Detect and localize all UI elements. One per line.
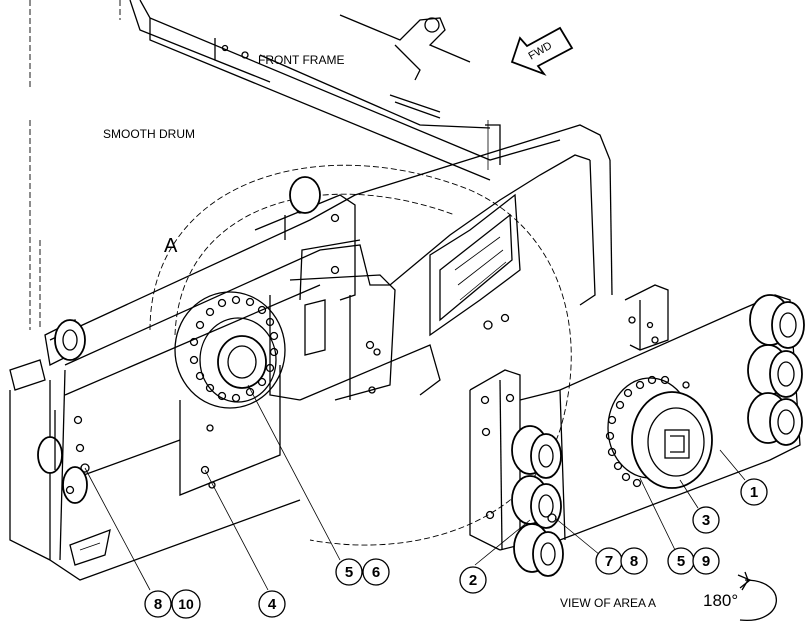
rotation-label: 180° — [703, 591, 738, 610]
main-frame — [9, 124, 613, 581]
svg-text:3: 3 — [702, 512, 710, 529]
callout-8: 8 — [144, 590, 172, 618]
svg-text:5: 5 — [677, 553, 685, 570]
svg-text:2: 2 — [469, 572, 477, 589]
area-a-marker: A — [164, 235, 178, 257]
smooth-drum-outline — [29, 0, 572, 546]
rotation-arrow-icon — [737, 571, 777, 621]
front-frame — [129, 0, 561, 181]
svg-text:6: 6 — [372, 564, 380, 581]
svg-text:1: 1 — [750, 484, 758, 501]
callout-8-detail: 8 — [620, 547, 648, 575]
leader-lines — [84, 384, 746, 591]
callout-3: 3 — [692, 506, 720, 534]
svg-text:9: 9 — [702, 553, 710, 570]
callout-6: 6 — [362, 558, 390, 586]
svg-text:8: 8 — [154, 596, 162, 613]
svg-text:5: 5 — [345, 564, 353, 581]
callout-5: 5 — [335, 558, 363, 586]
left-rollers — [37, 284, 321, 504]
callout-10: 10 — [171, 589, 201, 619]
svg-text:10: 10 — [178, 596, 194, 612]
callout-2: 2 — [459, 566, 487, 594]
svg-text:8: 8 — [630, 553, 638, 570]
front-frame-label: FRONT FRAME — [258, 53, 344, 67]
callout-5-detail: 5 — [667, 547, 695, 575]
svg-text:4: 4 — [268, 596, 277, 613]
callout-1: 1 — [740, 478, 768, 506]
callout-7: 7 — [595, 547, 623, 575]
left-drive-motor — [174, 176, 361, 496]
callout-4: 4 — [258, 590, 286, 618]
detail-view-area-a — [469, 284, 805, 577]
svg-text:7: 7 — [605, 553, 613, 570]
smooth-drum-label: SMOOTH DRUM — [103, 127, 195, 141]
callout-9: 9 — [692, 547, 720, 575]
fwd-arrow-icon — [510, 26, 574, 76]
view-of-area-label: VIEW OF AREA A — [560, 596, 656, 610]
